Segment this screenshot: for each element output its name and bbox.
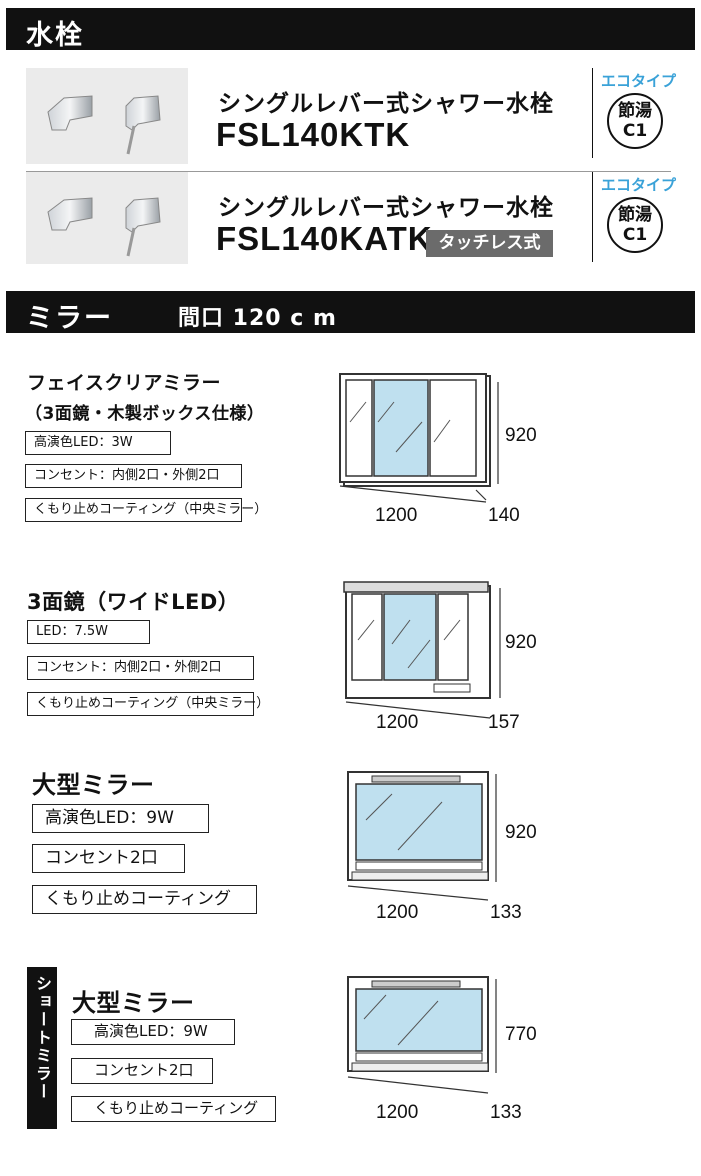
faucet-photo-graphic <box>47 95 161 155</box>
faucet-item: シングルレバー式シャワー水栓 FSL140KATK タッチレス式 エコタイプ 節… <box>26 172 676 264</box>
faucet-photo <box>26 68 188 164</box>
short-mirror-tag-label: ショートミラー <box>33 975 52 1101</box>
mirror-subtitle: （3面鏡・木製ボックス仕様） <box>25 404 265 424</box>
mirror-diagram-3 <box>347 771 497 901</box>
mirror-depth: 133 <box>490 902 522 923</box>
spec-coating: くもり止めコーティング（中央ミラー） <box>25 498 267 522</box>
faucet-divider <box>26 171 671 172</box>
eco-area: エコタイプ 節湯 C1 <box>592 68 676 158</box>
mirror-section-header: ミラー 間口 120 c m <box>6 291 695 334</box>
faucet-photo <box>26 172 188 264</box>
touchless-badge: タッチレス式 <box>426 230 553 257</box>
eco-mark-line2: C1 <box>622 121 648 141</box>
faucet-photo-graphic <box>47 197 161 257</box>
faucet-name: シングルレバー式シャワー水栓 <box>218 195 554 221</box>
mirror-title: フェイスクリアミラー <box>27 372 222 394</box>
mirror-width-note: 間口 120 c m <box>178 306 337 331</box>
mirror-depth: 133 <box>490 1102 522 1123</box>
mirror-height: 920 <box>505 425 537 446</box>
mirror-height: 920 <box>505 632 537 653</box>
mirror-depth: 140 <box>488 505 520 526</box>
spec-led: 高演色LED：9W <box>71 1019 235 1045</box>
water-saving-mark: 節湯 C1 <box>607 93 663 149</box>
eco-mark-line1: 節湯 <box>618 205 652 225</box>
eco-area: エコタイプ 節湯 C1 <box>592 172 676 262</box>
spec-outlet: コンセント2口 <box>71 1058 213 1084</box>
eco-type-label: エコタイプ <box>601 176 677 194</box>
eco-type-label: エコタイプ <box>601 72 677 90</box>
mirror-section-title: ミラー <box>26 303 113 334</box>
spec-coating: くもり止めコーティング <box>32 885 257 914</box>
faucet-section-header: 水栓 <box>6 8 695 51</box>
mirror-depth: 157 <box>488 712 520 733</box>
water-saving-mark: 節湯 C1 <box>607 197 663 253</box>
spec-outlet: コンセント：内側2口・外側2口 <box>25 464 242 488</box>
faucet-name: シングルレバー式シャワー水栓 <box>218 91 554 117</box>
eco-mark-line2: C1 <box>622 225 648 245</box>
mirror-width: 1200 <box>376 902 419 923</box>
spec-coating: くもり止めコーティング <box>71 1096 276 1122</box>
mirror-height: 770 <box>505 1024 537 1045</box>
mirror-width: 1200 <box>376 712 419 733</box>
spec-coating: くもり止めコーティング（中央ミラー） <box>27 692 269 716</box>
faucet-section-title: 水栓 <box>26 20 84 51</box>
mirror-title: 3面鏡（ワイドLED） <box>27 590 240 614</box>
mirror-title: 大型ミラー <box>72 989 195 1017</box>
faucet-model: FSL140KATK <box>216 220 433 257</box>
short-mirror-tag: ショートミラー <box>27 967 57 1129</box>
mirror-diagram-4 <box>347 976 497 1094</box>
mirror-width: 1200 <box>375 505 418 526</box>
mirror-height: 920 <box>505 822 537 843</box>
faucet-item: シングルレバー式シャワー水栓 FSL140KTK エコタイプ 節湯 C1 <box>26 68 676 164</box>
mirror-diagram-1 <box>339 373 499 503</box>
mirror-diagram-2 <box>343 581 501 719</box>
spec-led: 高演色LED：9W <box>32 804 209 833</box>
eco-mark-line1: 節湯 <box>618 101 652 121</box>
mirror-width: 1200 <box>376 1102 419 1123</box>
spec-led: 高演色LED：3W <box>25 431 171 455</box>
spec-outlet: コンセント：内側2口・外側2口 <box>27 656 254 680</box>
spec-outlet: コンセント2口 <box>32 844 185 873</box>
faucet-model: FSL140KTK <box>216 116 411 153</box>
mirror-title: 大型ミラー <box>32 771 155 799</box>
spec-led: LED：7.5W <box>27 620 150 644</box>
